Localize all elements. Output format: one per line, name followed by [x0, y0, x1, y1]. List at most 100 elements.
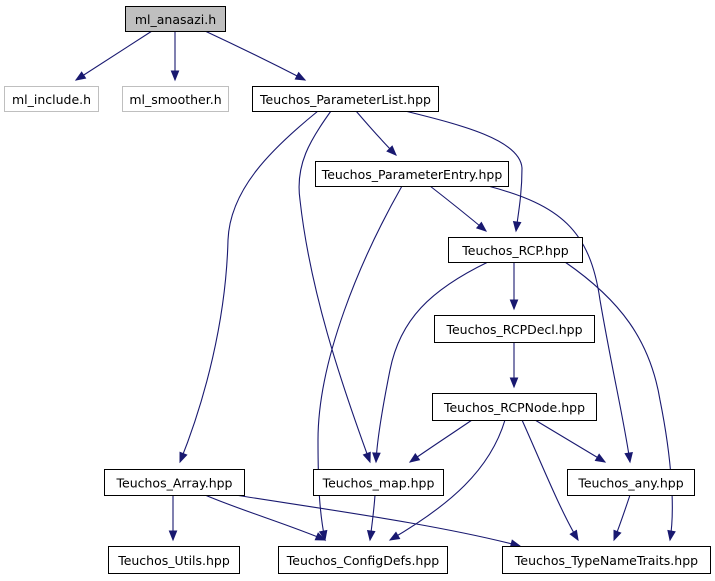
edge-arrowhead [667, 529, 676, 542]
node-label: Teuchos_ConfigDefs.hpp [286, 553, 439, 568]
node-box[interactable] [252, 86, 439, 112]
node-label: ml_include.h [12, 92, 91, 107]
edge-arrowhead [388, 531, 401, 541]
node-map[interactable]: Teuchos_map.hpp [313, 469, 444, 496]
node-label: Teuchos_TypeNameTraits.hpp [514, 553, 698, 568]
edge-rcpnode-to-configdefs [388, 419, 506, 541]
node-box[interactable] [125, 6, 226, 32]
edge-arrowhead [366, 530, 376, 542]
edge-arrowhead [74, 71, 87, 81]
edge-arrowhead [594, 453, 607, 463]
node-array[interactable]: Teuchos_Array.hpp [104, 469, 245, 496]
node-box[interactable] [278, 546, 448, 574]
node-box[interactable] [122, 86, 229, 112]
edge-rcpnode-to-map [408, 419, 473, 463]
node-label: Teuchos_Array.hpp [116, 476, 233, 491]
edge-arrowhead [386, 145, 397, 156]
edge-line [389, 419, 506, 541]
edge-arrowhead [613, 529, 622, 542]
edge-rcp-to-typenametraits [564, 261, 676, 542]
node-label: Teuchos_RCPNode.hpp [443, 400, 585, 415]
edge-paramlist-to-paramentry [355, 110, 397, 156]
edge-line [534, 419, 606, 463]
node-rcpnode[interactable]: Teuchos_RCPNode.hpp [432, 393, 597, 421]
edge-arrowhead [475, 221, 488, 232]
node-any[interactable]: Teuchos_any.hpp [567, 469, 695, 496]
node-ml_anasazi[interactable]: ml_anasazi.h [125, 6, 226, 32]
edge-any-to-typenametraits [613, 494, 631, 542]
edge-line [429, 185, 487, 232]
node-box[interactable] [315, 161, 509, 187]
node-rcp[interactable]: Teuchos_RCP.hpp [448, 237, 583, 263]
node-label: Teuchos_map.hpp [322, 476, 435, 491]
edge-rcp-to-rcpdecl [509, 261, 519, 311]
edge-line [317, 185, 403, 541]
edge-arrowhead [318, 529, 328, 542]
edge-ml_anasazi-to-paramlist [204, 30, 307, 81]
node-ml_include[interactable]: ml_include.h [4, 86, 99, 112]
edge-array-to-typenametraits [234, 494, 522, 548]
edge-rcpnode-to-typenametraits [521, 419, 579, 542]
edge-line [204, 494, 326, 541]
node-label: Teuchos_Utils.hpp [117, 553, 230, 568]
edge-line [487, 185, 631, 463]
edge-paramlist-to-array [179, 110, 319, 464]
edge-array-to-utils [168, 495, 178, 542]
node-label: Teuchos_ParameterEntry.hpp [321, 167, 503, 182]
node-rcpdecl[interactable]: Teuchos_RCPDecl.hpp [434, 315, 595, 343]
edge-array-to-configdefs [204, 494, 327, 541]
edge-arrowhead [314, 532, 327, 541]
edge-ml_anasazi-to-ml_smoother [170, 31, 180, 82]
edge-arrowhead [372, 452, 381, 464]
edge-paramentry-to-rcp [429, 185, 488, 232]
node-box[interactable] [502, 546, 711, 574]
node-box[interactable] [313, 469, 444, 496]
edge-arrowhead [408, 452, 421, 463]
node-configdefs[interactable]: Teuchos_ConfigDefs.hpp [278, 546, 448, 574]
node-box[interactable] [108, 546, 240, 574]
edge-paramentry-to-any [487, 185, 633, 464]
node-label: Teuchos_RCPDecl.hpp [445, 322, 582, 337]
edge-map-to-configdefs [366, 494, 376, 542]
edge-arrowhead [168, 530, 178, 542]
edge-line [234, 494, 521, 547]
node-label: Teuchos_any.hpp [577, 476, 683, 491]
edge-paramentry-to-configdefs [317, 185, 403, 542]
node-utils[interactable]: Teuchos_Utils.hpp [108, 546, 240, 574]
edge-arrowhead [509, 299, 519, 311]
edge-rcpnode-to-any [534, 419, 607, 463]
edge-line [404, 110, 523, 232]
node-box[interactable] [448, 237, 583, 263]
edge-line [409, 419, 473, 463]
node-paramentry[interactable]: Teuchos_ParameterEntry.hpp [315, 161, 509, 187]
edge-arrowhead [170, 70, 180, 82]
edge-line [204, 30, 306, 81]
node-ml_smoother[interactable]: ml_smoother.h [122, 86, 229, 112]
edge-ml_anasazi-to-ml_include [74, 30, 153, 81]
node-label: Teuchos_ParameterList.hpp [259, 92, 431, 107]
node-paramlist[interactable]: Teuchos_ParameterList.hpp [252, 86, 439, 112]
edge-paramlist-to-rcp [404, 110, 523, 233]
node-label: ml_anasazi.h [135, 12, 216, 27]
edge-line [179, 110, 319, 463]
edge-line [564, 261, 673, 541]
node-box[interactable] [104, 469, 245, 496]
node-label: ml_smoother.h [129, 92, 221, 107]
node-box[interactable] [432, 393, 597, 421]
edge-rcpdecl-to-rcpnode [509, 341, 519, 389]
edge-line [298, 110, 371, 463]
edge-arrowhead [569, 529, 579, 542]
node-typenametraits[interactable]: Teuchos_TypeNameTraits.hpp [502, 546, 711, 574]
edge-rcp-to-map [372, 261, 489, 464]
node-box[interactable] [567, 469, 695, 496]
edge-arrowhead [509, 377, 519, 389]
edge-line [75, 30, 153, 81]
edge-line [375, 261, 489, 463]
node-box[interactable] [434, 315, 595, 343]
node-box[interactable] [4, 86, 99, 112]
edge-paramlist-to-map [298, 110, 371, 464]
node-label: Teuchos_RCP.hpp [461, 243, 569, 258]
edges-layer [74, 30, 676, 548]
